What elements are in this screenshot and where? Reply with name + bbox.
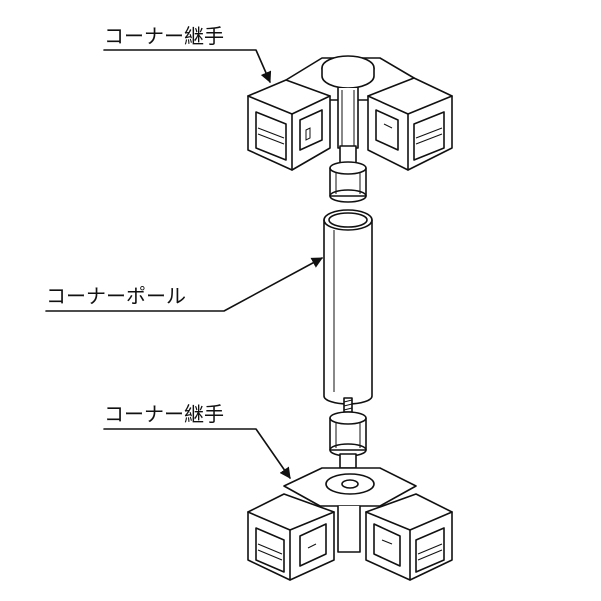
bottom-right-arm (365, 493, 453, 581)
screw (343, 397, 353, 413)
label-pole: コーナーポール (46, 284, 186, 308)
label-pole-group: コーナーポール (45, 257, 323, 312)
bottom-left-arm (247, 493, 335, 581)
top-right-arm (367, 77, 453, 171)
label-top-joint-group: コーナー継手 (103, 24, 272, 84)
top-corner-joint (247, 55, 453, 171)
top-connector (329, 161, 367, 203)
leader-pole (45, 257, 323, 312)
leader-bottom-joint (103, 428, 291, 479)
corner-pole (323, 209, 373, 405)
top-left-arm (247, 79, 331, 171)
label-bottom-joint-group: コーナー継手 (103, 402, 291, 479)
bottom-connector (329, 411, 367, 469)
label-top-joint: コーナー継手 (104, 24, 224, 48)
label-bottom-joint: コーナー継手 (104, 402, 224, 426)
bottom-corner-joint (247, 467, 453, 581)
leader-top-joint (103, 49, 272, 84)
